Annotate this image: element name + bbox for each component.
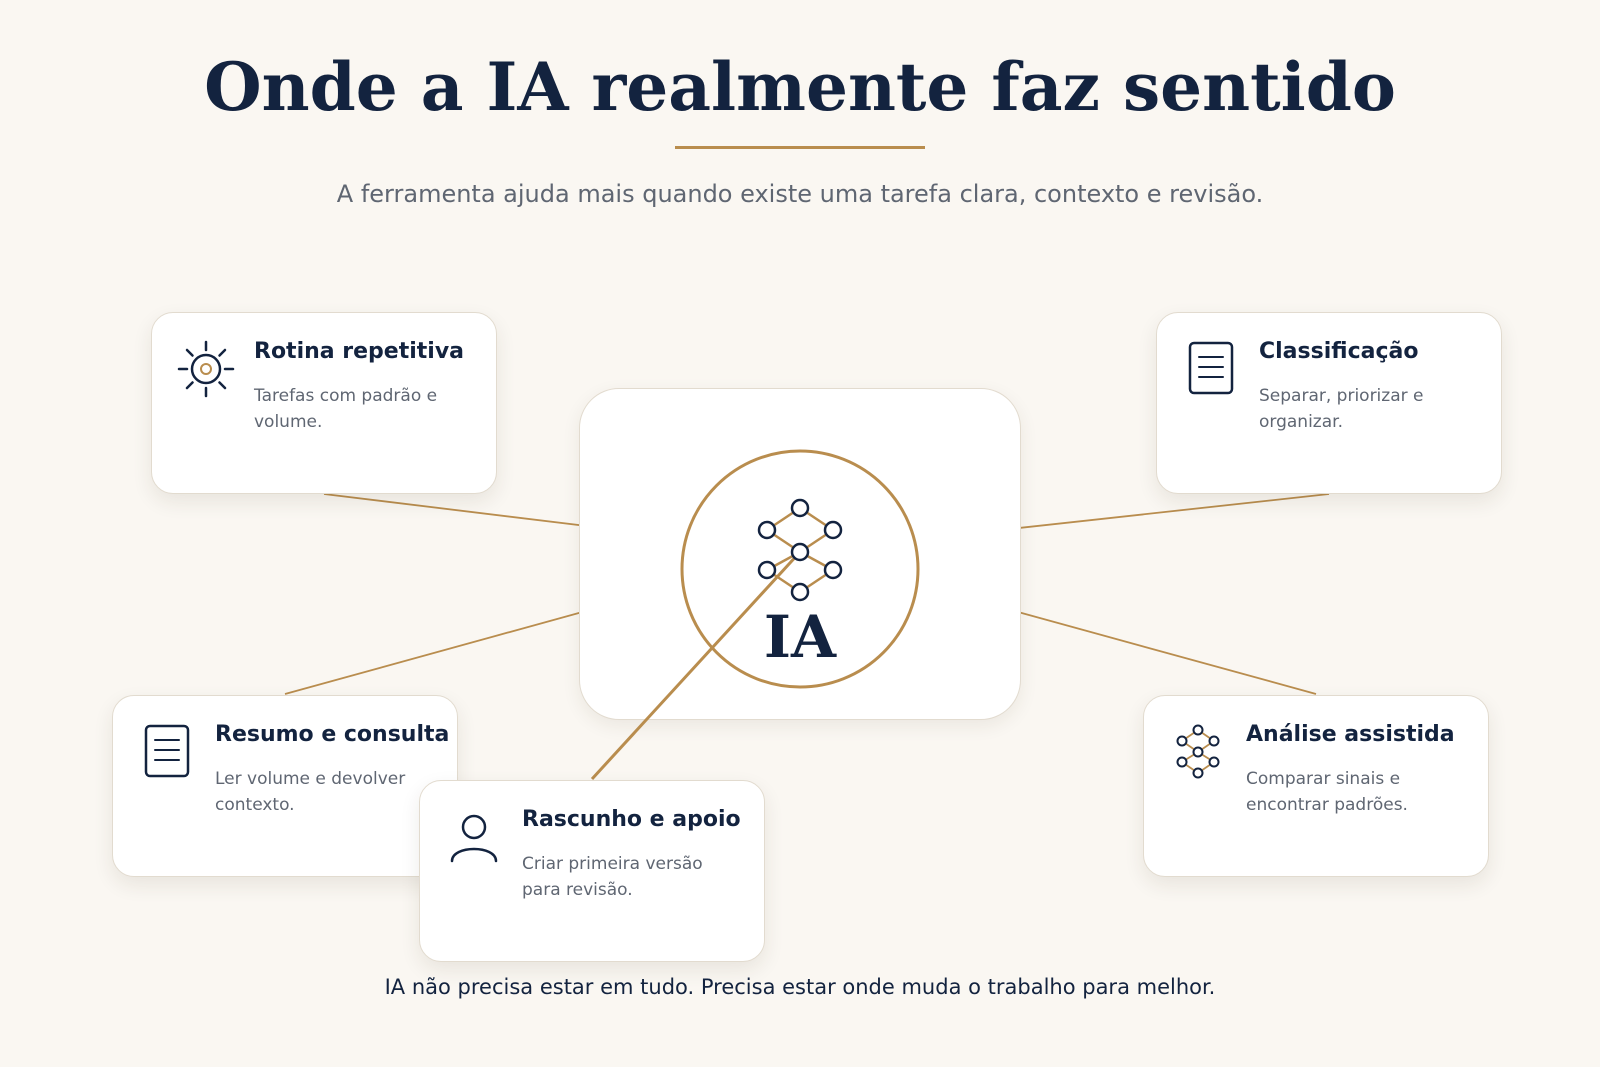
card-title: Rotina repetitiva — [254, 339, 465, 364]
card-classificacao: Classificação Separar, priorizar e organ… — [1156, 312, 1502, 494]
page-subtitle: A ferramenta ajuda mais quando existe um… — [336, 180, 1264, 208]
gear-icon — [177, 340, 235, 398]
network-icon — [1176, 724, 1220, 779]
card-description: Tarefas com padrão e volume. — [254, 386, 438, 432]
document-icon — [144, 724, 190, 778]
card-title: Classificação — [1259, 339, 1419, 364]
card-rascunho-apoio: Rascunho e apoio Criar primeira versão p… — [419, 780, 765, 962]
card-analise-assistida: Análise assistida Comparar sinais e enco… — [1143, 695, 1489, 877]
card-title: Rascunho e apoio — [522, 807, 741, 832]
document-icon — [1188, 341, 1234, 395]
card-rotina-repetitiva: Rotina repetitiva Tarefas com padrão e v… — [151, 312, 497, 494]
card-title: Resumo e consulta — [215, 722, 450, 747]
card-description: Comparar sinais e encontrar padrões. — [1246, 769, 1408, 815]
card-description: Ler volume e devolver contexto. — [215, 769, 406, 815]
ia-center-card — [579, 388, 1021, 720]
page-title: Onde a IA realmente faz sentido — [204, 48, 1396, 126]
card-description: Separar, priorizar e organizar. — [1259, 386, 1424, 432]
user-icon — [450, 814, 498, 863]
title-divider — [675, 146, 925, 149]
card-resumo-consulta: Resumo e consulta Ler volume e devolver … — [112, 695, 458, 877]
card-title: Análise assistida — [1246, 722, 1455, 747]
footer-note: IA não precisa estar em tudo. Precisa es… — [384, 975, 1216, 999]
card-description: Criar primeira versão para revisão. — [522, 854, 703, 900]
